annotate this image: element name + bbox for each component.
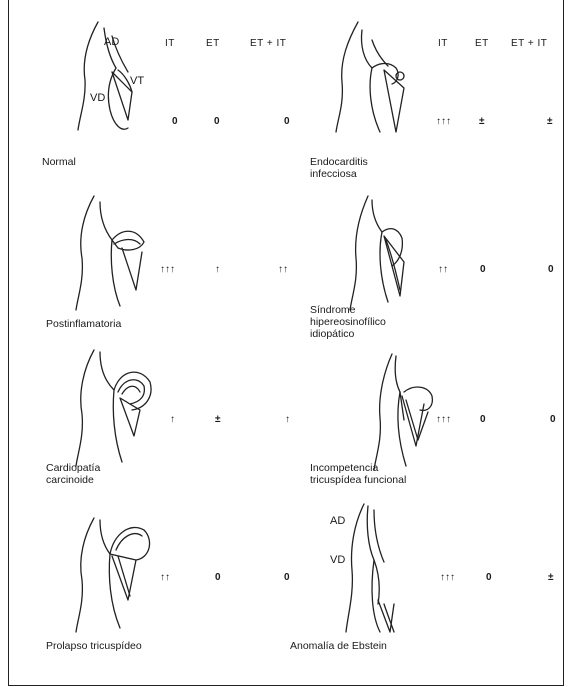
heart-sketch-prolapso [76, 518, 150, 632]
panel-name-carcinoide: Cardiopatía carcinoide [46, 462, 100, 486]
heart-sketch-carcinoide [76, 350, 151, 466]
panel-name-prolapso: Prolapso tricuspídeo [46, 640, 142, 652]
value-et-sindrome: 0 [480, 264, 486, 275]
value-it-sindrome: ↑↑ [438, 264, 448, 275]
value-it-prolapso: ↑↑ [160, 572, 170, 583]
heart-sketch-postinflamatoria [76, 196, 144, 310]
value-et-it-ebstein: ± [548, 572, 554, 583]
value-et-it-endocarditis: ± [547, 116, 553, 127]
value-et-it-carcinoide: ↑ [285, 414, 290, 425]
header-it-right: IT [438, 38, 448, 49]
panel-name-endocarditis: Endocarditis infecciosa [310, 156, 368, 180]
heart-sketch-ebstein [346, 504, 394, 632]
panel-name-normal: Normal [42, 156, 76, 168]
header-et-it-left: ET + IT [250, 38, 286, 49]
heart-sketch-endocarditis [336, 22, 404, 132]
value-it-endocarditis: ↑↑↑ [436, 116, 451, 127]
value-et-endocarditis: ± [479, 116, 485, 127]
label-vd-ebstein: VD [330, 554, 345, 567]
value-et-postinflamatoria: ↑ [215, 264, 220, 275]
value-it-normal: 0 [172, 116, 178, 127]
value-it-incompetencia: ↑↑↑ [436, 414, 451, 425]
panel-name-sindrome: Síndrome hipereosinofílico idiopático [310, 304, 386, 340]
value-et-ebstein: 0 [486, 572, 492, 583]
value-et-carcinoide: ± [215, 414, 221, 425]
value-it-postinflamatoria: ↑↑↑ [160, 264, 175, 275]
header-et-right: ET [475, 38, 489, 49]
value-et-it-incompetencia: 0 [550, 414, 556, 425]
value-et-it-prolapso: 0 [284, 572, 290, 583]
panel-name-postinflamatoria: Postinflamatoria [46, 318, 121, 330]
label-vd: VD [90, 92, 105, 105]
panel-name-ebstein: Anomalía de Ebstein [290, 640, 387, 652]
panel-name-incompetencia: Incompetencia tricuspídea funcional [310, 462, 406, 486]
value-et-it-postinflamatoria: ↑↑ [278, 264, 288, 275]
value-et-it-normal: 0 [284, 116, 290, 127]
value-et-prolapso: 0 [215, 572, 221, 583]
header-et-left: ET [206, 38, 220, 49]
value-et-normal: 0 [214, 116, 220, 127]
label-ad-ebstein: AD [330, 515, 345, 528]
header-et-it-right: ET + IT [511, 38, 547, 49]
heart-sketch-incompetencia [374, 354, 432, 470]
value-it-ebstein: ↑↑↑ [440, 572, 455, 583]
header-it-left: IT [165, 38, 175, 49]
label-vt: VT [130, 75, 144, 88]
value-et-it-sindrome: 0 [548, 264, 554, 275]
heart-sketch-sindrome [350, 196, 404, 310]
value-it-carcinoide: ↑ [170, 414, 175, 425]
value-et-incompetencia: 0 [480, 414, 486, 425]
label-ad: AD [104, 36, 119, 49]
